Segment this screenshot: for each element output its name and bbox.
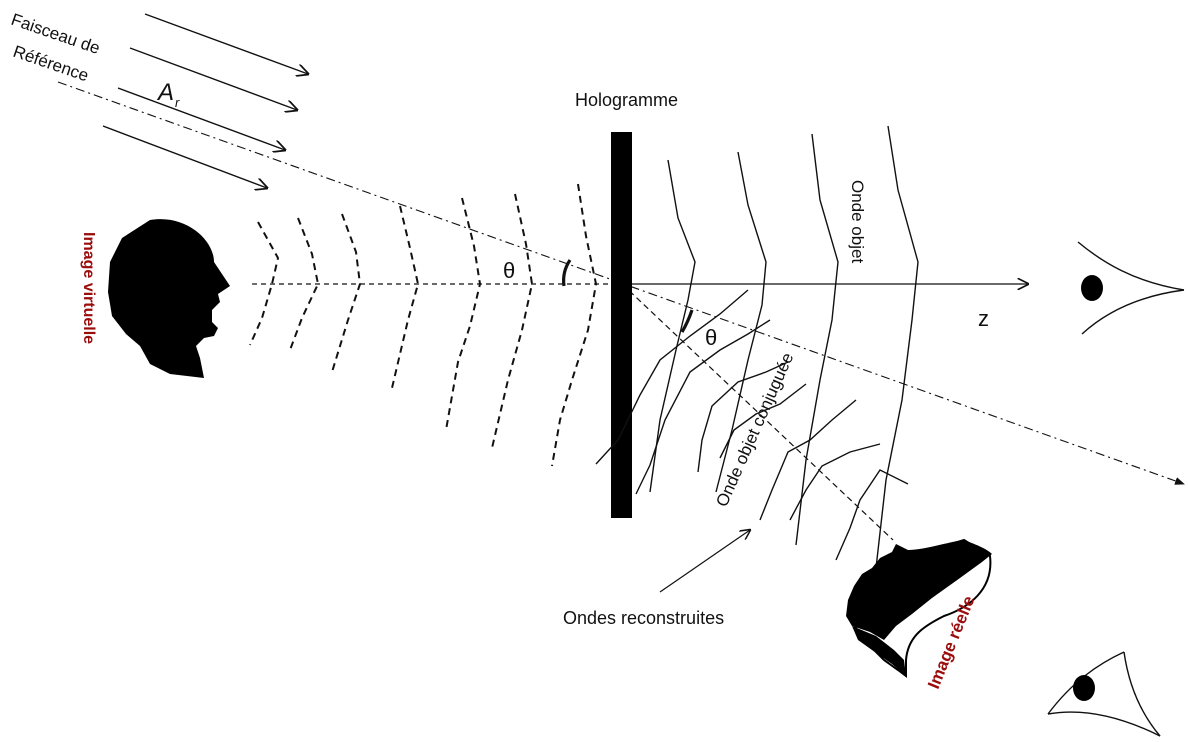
eye-top-upper-lid xyxy=(1077,241,1185,291)
virtual-wavefront-3 xyxy=(331,213,362,373)
virtual-wavefront-5 xyxy=(445,197,482,431)
object-wavefront-4 xyxy=(875,125,919,569)
virtual-wavefront-2 xyxy=(289,217,320,351)
conjugate-wavefronts xyxy=(595,289,909,561)
real-head-face xyxy=(846,540,992,640)
virtual-wavefront-4 xyxy=(391,205,420,389)
hologram-label: Hologramme xyxy=(575,90,678,110)
z-axis-label: z xyxy=(978,306,989,331)
virtual-image-label: Image virtuelle xyxy=(80,232,97,344)
reference-ray-1 xyxy=(144,13,308,74)
eye-top-pupil xyxy=(1081,275,1103,301)
reference-ray-4 xyxy=(102,125,267,188)
virtual-wavefront-1 xyxy=(249,221,280,346)
conjugate-wavefront-2 xyxy=(635,319,771,495)
conjugate-wavefront-4 xyxy=(719,383,807,459)
theta-arc-lower xyxy=(680,309,694,333)
conjugate-wavefront-7 xyxy=(835,469,909,561)
object-wave-label: Onde objet xyxy=(848,180,867,263)
reconstructed-waves-label: Ondes reconstruites xyxy=(563,608,724,628)
conjugate-wavefront-6 xyxy=(789,443,881,521)
conjugate-wavefront-1 xyxy=(595,289,749,465)
reconstructed-waves-pointer xyxy=(659,530,750,593)
theta-label-lower: θ xyxy=(705,325,717,350)
eye-icon xyxy=(1047,651,1161,737)
theta-label-upper: θ xyxy=(503,258,515,283)
virtual-wavefront-7 xyxy=(551,183,598,467)
eye-icon xyxy=(1077,241,1185,335)
eye-top-lower-lid xyxy=(1081,289,1185,335)
theta-arc-upper xyxy=(562,259,572,287)
eye-bottom-side xyxy=(1123,651,1161,737)
reference-beam-arrows xyxy=(102,13,308,188)
object-wavefront-1 xyxy=(649,159,696,493)
object-wavefront-2 xyxy=(715,151,767,493)
virtual-head-icon xyxy=(108,219,230,378)
virtual-wavefronts xyxy=(249,183,598,467)
hologram-plate xyxy=(611,132,632,518)
reference-amplitude-subscript: r xyxy=(175,95,180,110)
real-head-neck xyxy=(852,626,906,676)
conjugate-wavefront-5 xyxy=(759,399,857,521)
reference-ray-3 xyxy=(117,87,285,150)
reference-amplitude-label: A xyxy=(156,79,174,106)
object-wavefront-3 xyxy=(795,133,839,546)
reference-ray-2 xyxy=(129,47,297,110)
eye-bottom-pupil xyxy=(1073,675,1095,701)
eye-bottom-lower-lid xyxy=(1047,711,1161,737)
conjugate-direction-line xyxy=(621,283,894,541)
conjugate-wavefront-3 xyxy=(697,361,789,473)
real-head-icon xyxy=(846,538,992,678)
conjugate-wave-label: Onde objet conjuguée xyxy=(712,350,797,510)
object-wavefronts xyxy=(649,125,919,569)
virtual-wavefront-6 xyxy=(491,193,534,449)
